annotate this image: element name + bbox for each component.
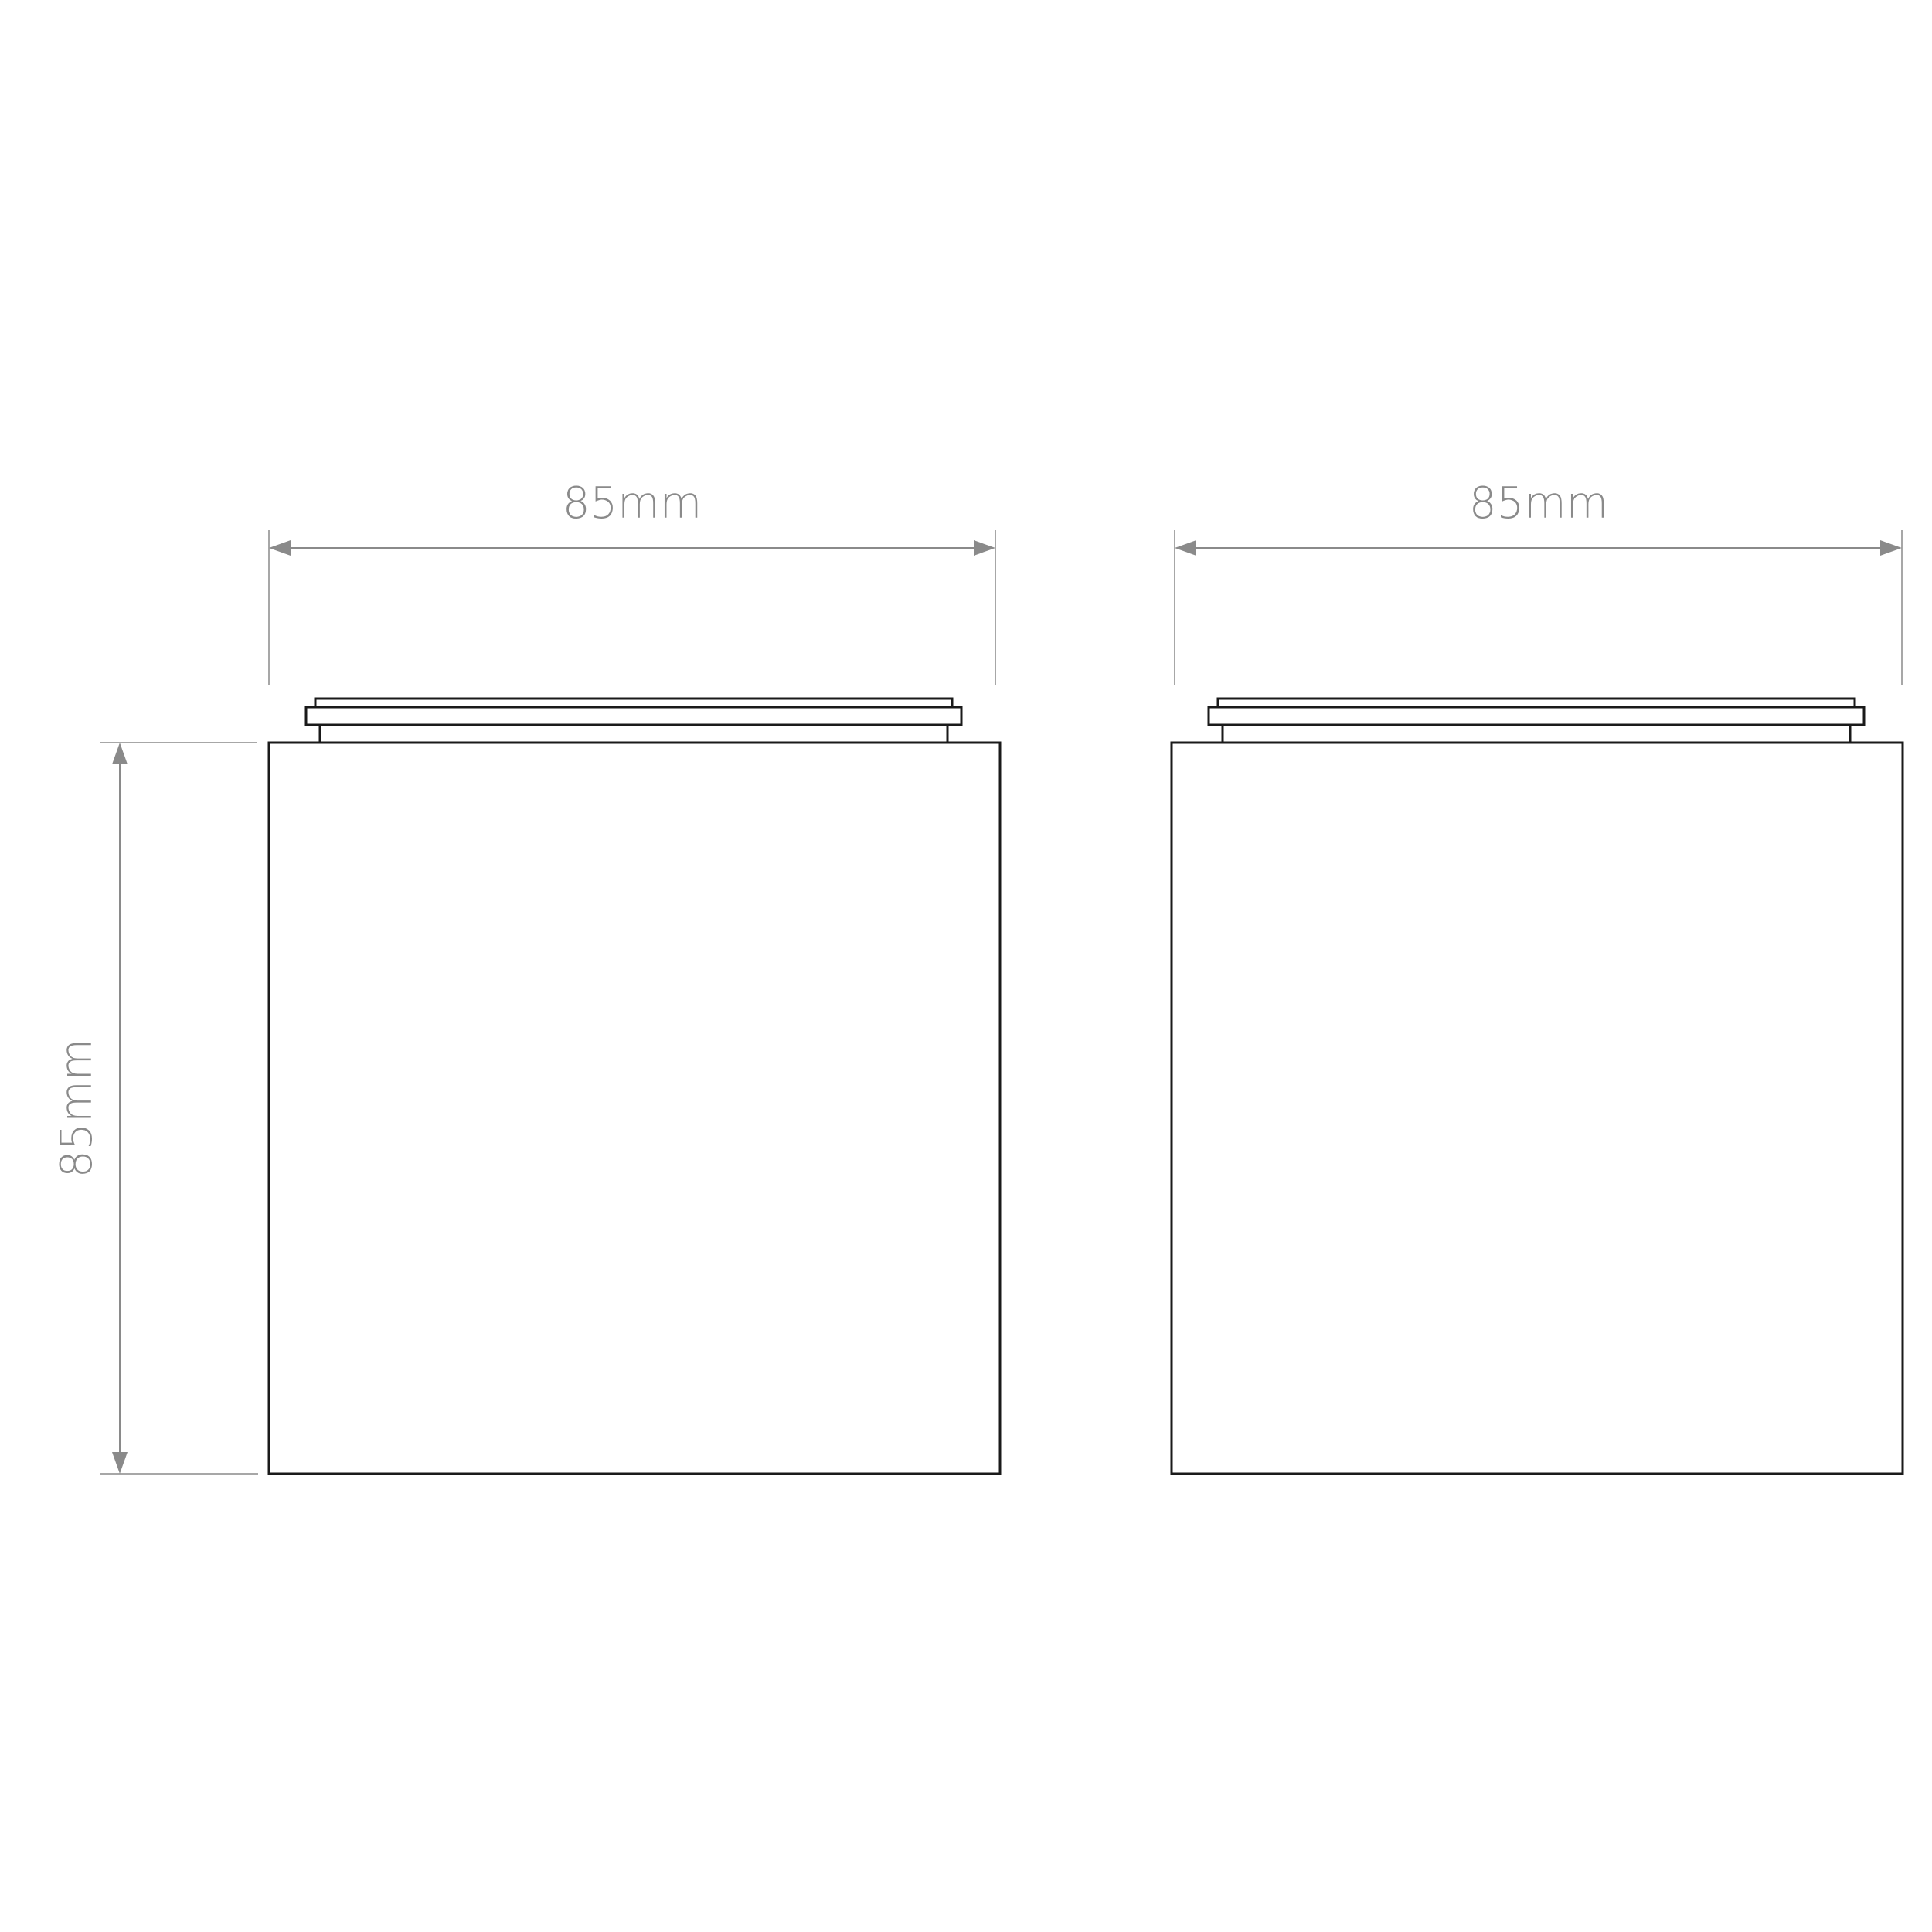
right-cap-top bbox=[1216, 697, 1856, 709]
left-cap-flange bbox=[304, 706, 963, 726]
arrow-down-icon bbox=[112, 1452, 128, 1474]
right-fixture bbox=[1170, 697, 1904, 1475]
right-view: 85mm bbox=[1170, 478, 1904, 1475]
left-cap-neck bbox=[318, 723, 949, 744]
left-fixture bbox=[267, 697, 1002, 1475]
right-cap-neck bbox=[1221, 723, 1852, 744]
arrow-left-icon bbox=[1175, 540, 1196, 556]
right-width-dimension: 85mm bbox=[1174, 478, 1903, 685]
left-view: 85mm 85mm bbox=[52, 478, 1002, 1475]
left-width-dimension: 85mm bbox=[268, 478, 996, 685]
arrow-right-icon bbox=[974, 540, 995, 556]
arrow-up-icon bbox=[112, 743, 128, 764]
arrow-right-icon bbox=[1880, 540, 1902, 556]
left-body bbox=[267, 741, 1002, 1475]
right-width-label: 85mm bbox=[1469, 478, 1608, 529]
left-cap-top bbox=[314, 697, 954, 709]
right-body bbox=[1170, 741, 1904, 1475]
left-width-label: 85mm bbox=[563, 478, 702, 529]
right-cap-flange bbox=[1207, 706, 1866, 726]
height-label: 85mm bbox=[52, 1039, 102, 1178]
arrow-left-icon bbox=[269, 540, 291, 556]
height-dimension: 85mm bbox=[52, 742, 258, 1475]
